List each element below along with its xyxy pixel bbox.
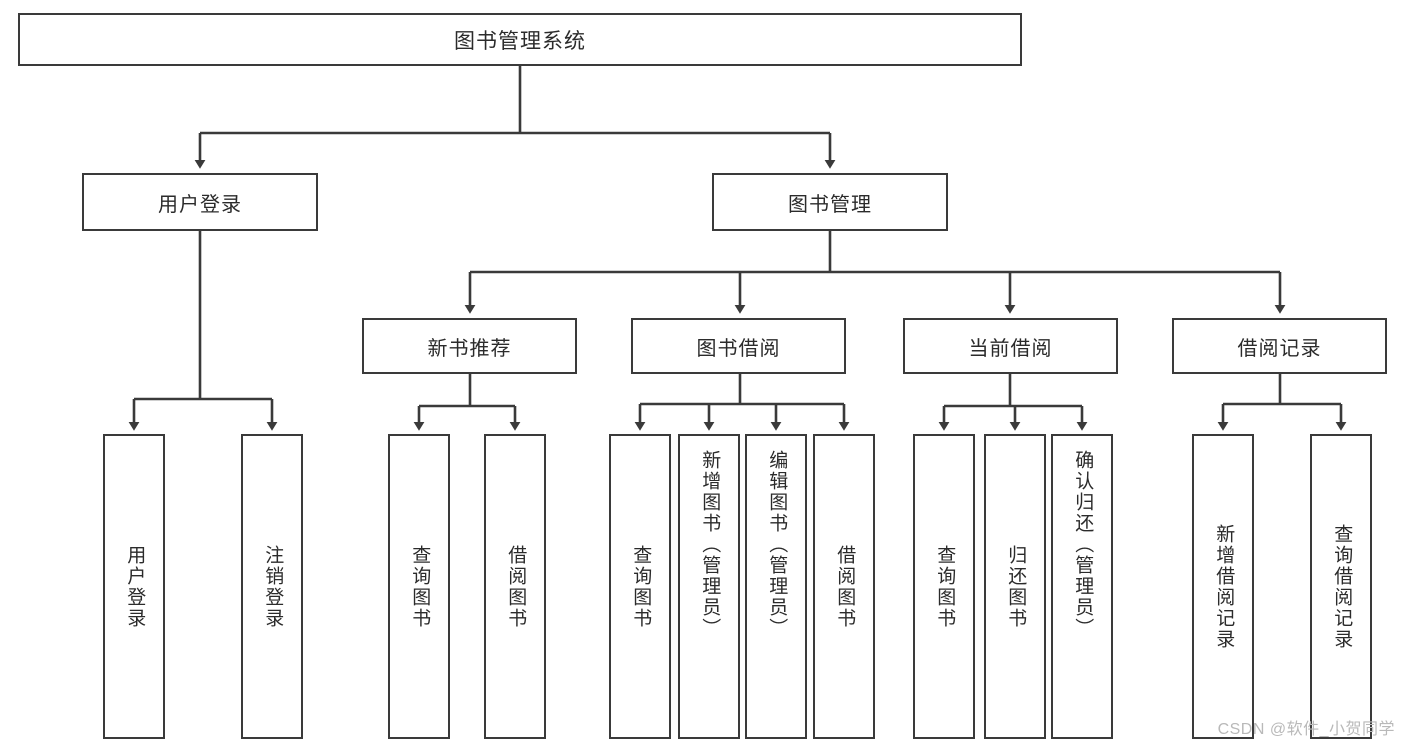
- node-label: 查询图书: [630, 544, 652, 629]
- node-root[interactable]: 图书管理系统: [18, 13, 1022, 66]
- node-leaf-新增图书管理员-5[interactable]: 新增图书（管理员）: [678, 434, 740, 739]
- node-leaf-确认归还管理员-10[interactable]: 确认归还（管理员）: [1051, 434, 1113, 739]
- node-lvl3-新书推荐-0[interactable]: 新书推荐: [362, 318, 577, 374]
- node-label: 用户登录: [158, 193, 242, 216]
- node-root-label: 图书管理系统: [454, 29, 586, 53]
- node-leaf-查询借阅记录-12[interactable]: 查询借阅记录: [1310, 434, 1372, 739]
- node-label: 注销登录: [262, 544, 284, 629]
- node-label: 用户登录: [124, 544, 146, 629]
- node-lvl3-当前借阅-2[interactable]: 当前借阅: [903, 318, 1118, 374]
- node-label: 查询图书: [934, 544, 956, 629]
- node-leaf-归还图书-9[interactable]: 归还图书: [984, 434, 1046, 739]
- node-leaf-借阅图书-7[interactable]: 借阅图书: [813, 434, 875, 739]
- node-leaf-查询图书-2[interactable]: 查询图书: [388, 434, 450, 739]
- node-label: 图书管理: [788, 193, 872, 216]
- node-label: 图书借阅: [696, 337, 781, 360]
- node-lvl3-借阅记录-3[interactable]: 借阅记录: [1172, 318, 1387, 374]
- node-label: 确认归还（管理员）: [1072, 450, 1094, 639]
- node-label: 借阅图书: [505, 544, 527, 629]
- node-leaf-新增借阅记录-11[interactable]: 新增借阅记录: [1192, 434, 1254, 739]
- node-label: 借阅图书: [834, 544, 856, 629]
- node-label: 查询图书: [409, 544, 431, 629]
- node-lvl3-图书借阅-1[interactable]: 图书借阅: [631, 318, 846, 374]
- node-label: 新增借阅记录: [1213, 523, 1235, 650]
- node-leaf-编辑图书管理员-6[interactable]: 编辑图书（管理员）: [745, 434, 807, 739]
- node-leaf-借阅图书-3[interactable]: 借阅图书: [484, 434, 546, 739]
- node-label: 查询借阅记录: [1331, 523, 1353, 650]
- node-label: 新书推荐: [427, 337, 512, 360]
- node-lvl2-用户登录-0[interactable]: 用户登录: [82, 173, 318, 231]
- node-lvl2-图书管理-1[interactable]: 图书管理: [712, 173, 948, 231]
- node-leaf-用户登录-0[interactable]: 用户登录: [103, 434, 165, 739]
- node-label: 当前借阅: [968, 337, 1053, 360]
- node-label: 新增图书（管理员）: [699, 450, 721, 639]
- node-label: 借阅记录: [1237, 337, 1322, 360]
- watermark: CSDN @软件_小贺同学: [1217, 721, 1395, 738]
- node-label: 归还图书: [1005, 544, 1027, 629]
- node-label: 编辑图书（管理员）: [766, 450, 788, 639]
- node-leaf-查询图书-8[interactable]: 查询图书: [913, 434, 975, 739]
- node-leaf-查询图书-4[interactable]: 查询图书: [609, 434, 671, 739]
- node-leaf-注销登录-1[interactable]: 注销登录: [241, 434, 303, 739]
